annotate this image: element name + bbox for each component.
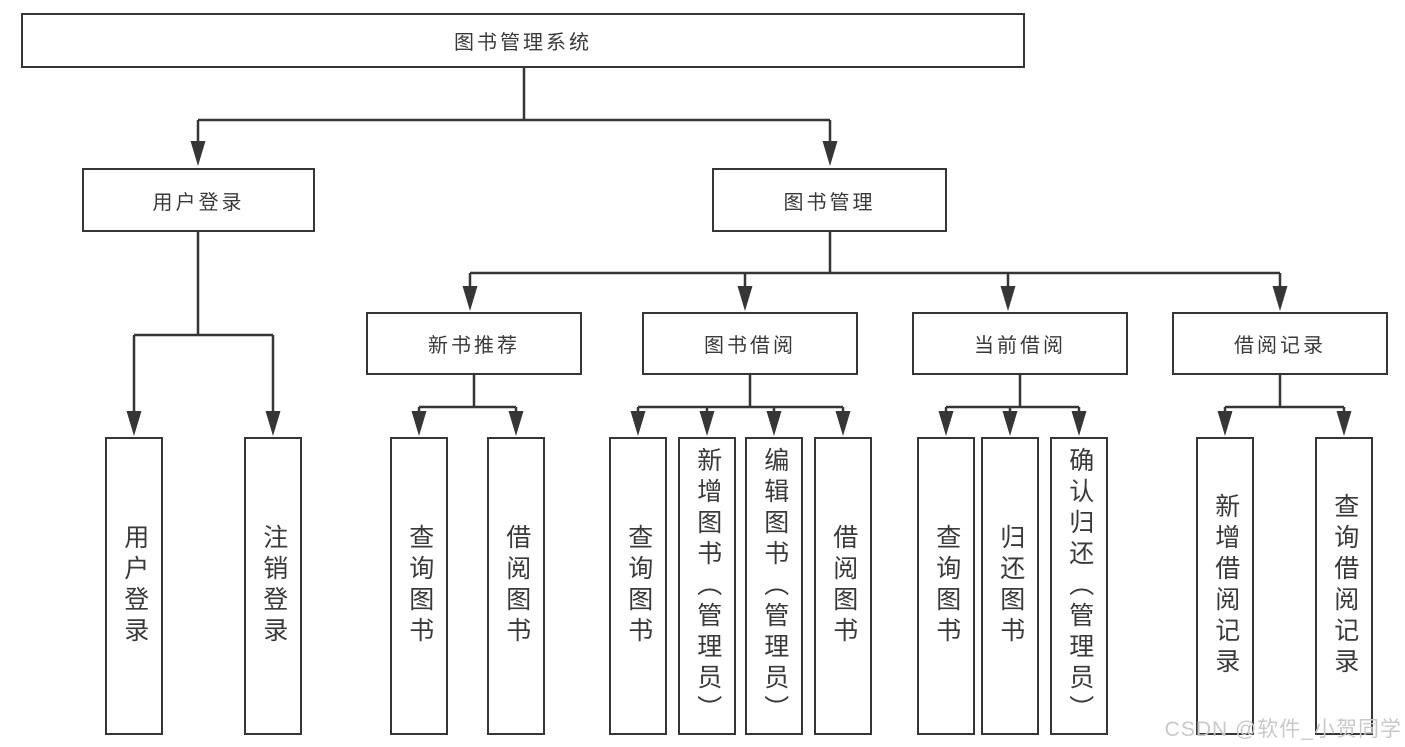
leaf-current-query-books: 查询图书 bbox=[917, 437, 975, 735]
node-new-book-recommend: 新书推荐 bbox=[366, 312, 582, 375]
leaf-records-add-record: 新增借阅记录 bbox=[1196, 437, 1254, 735]
leaf-recommend-query-books: 查询图书 bbox=[390, 437, 448, 735]
node-borrowing-records: 借阅记录 bbox=[1172, 312, 1388, 375]
node-root: 图书管理系统 bbox=[21, 13, 1025, 68]
leaf-borrowing-query-books: 查询图书 bbox=[609, 437, 667, 735]
leaf-logout: 注销登录 bbox=[244, 437, 302, 735]
node-book-management: 图书管理 bbox=[712, 168, 947, 232]
leaf-records-query-record: 查询借阅记录 bbox=[1315, 437, 1373, 735]
node-user-login: 用户登录 bbox=[82, 168, 315, 232]
leaf-recommend-borrow-books: 借阅图书 bbox=[487, 437, 545, 735]
leaf-current-confirm-return-admin: 确认归还（管理员） bbox=[1050, 437, 1108, 735]
node-current-borrowing: 当前借阅 bbox=[912, 312, 1128, 375]
leaf-borrowing-borrow-books: 借阅图书 bbox=[814, 437, 872, 735]
leaf-current-return-books: 归还图书 bbox=[981, 437, 1039, 735]
watermark: CSDN @软件_小贺同学 bbox=[1164, 718, 1402, 741]
leaf-borrowing-edit-books-admin: 编辑图书（管理员） bbox=[745, 437, 803, 735]
node-book-borrowing: 图书借阅 bbox=[642, 312, 858, 375]
leaf-user-login: 用户登录 bbox=[105, 437, 163, 735]
leaf-borrowing-add-books-admin: 新增图书（管理员） bbox=[678, 437, 736, 735]
